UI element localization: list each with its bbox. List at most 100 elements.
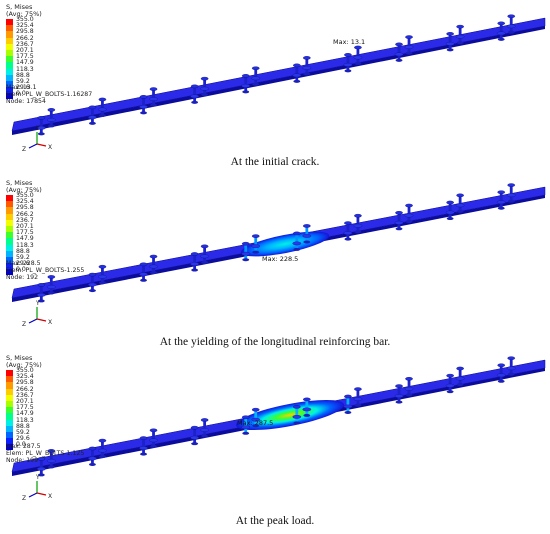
bolt [241, 241, 251, 262]
legend-color-band [6, 19, 13, 26]
legend-color-band [6, 49, 13, 57]
legend-level-label: 0.0 [16, 266, 26, 274]
legend-color-band [6, 207, 13, 214]
legend-level-label: 207.1 [16, 223, 34, 230]
bolt [241, 415, 251, 435]
panel-caption: At the initial crack. [230, 156, 320, 168]
legend-level-label: 177.5 [16, 229, 34, 237]
legend-color-band [6, 250, 13, 257]
node-text: Node: 17854 [6, 98, 46, 105]
bolt [445, 373, 455, 394]
bolt [353, 45, 363, 65]
bolt [88, 105, 97, 125]
beam-model-view-1: Y X Z [11, 14, 546, 153]
bolt [394, 211, 404, 231]
legend-level-label: 88.8 [16, 422, 30, 430]
legend-level-label: 236.7 [16, 40, 34, 48]
legend-level-label: 266.2 [16, 34, 34, 42]
panel-caption: At the yielding of the longitudinal rein… [159, 336, 391, 348]
legend-color-band [6, 56, 13, 63]
axis-x-label: X [48, 493, 52, 500]
legend-color-band [6, 244, 13, 251]
bolt [404, 203, 414, 224]
legend-level-label: 29.6 [16, 84, 30, 92]
legend-color-band [6, 80, 13, 88]
legend-color-band [6, 382, 13, 389]
legend-color-band [6, 195, 13, 202]
legend-color-band [6, 370, 13, 377]
bolt [496, 363, 506, 383]
bolt [404, 377, 414, 397]
legend-color-band [6, 431, 13, 439]
bolt [36, 116, 46, 136]
legend-color-band [6, 225, 13, 233]
bolt [343, 221, 353, 241]
legend-color-band [6, 407, 13, 414]
legend-level-label: 59.2 [16, 78, 30, 85]
bolt [292, 63, 302, 83]
max-value-text: Max: 287.5 [6, 443, 41, 450]
bolt [404, 35, 414, 55]
legend-level-label: 147.9 [16, 410, 34, 418]
panel-caption: At the peak load. [235, 515, 315, 527]
legend-level-label: 118.3 [16, 416, 34, 424]
legend-title: S, Mises [6, 179, 33, 187]
legend-color-band [6, 87, 13, 94]
legend-color-band [6, 93, 13, 100]
legend-color-band [6, 419, 13, 426]
legend-color-band [6, 438, 13, 445]
axis-x-label: X [48, 144, 52, 151]
axis-triad: YXZ [22, 300, 52, 328]
beam-model-view-2: YXZ [11, 183, 546, 328]
legend-level-label: 207.1 [16, 398, 34, 405]
bolt [200, 418, 209, 438]
legend-level-label: 325.4 [16, 373, 34, 381]
bolt [353, 387, 363, 407]
legend-color-band [6, 43, 13, 50]
legend-level-label: 295.8 [16, 204, 34, 212]
axis-x-label: X [48, 319, 52, 326]
legend-color-band [6, 219, 13, 226]
bolt [88, 446, 97, 466]
bolt [343, 394, 353, 414]
legend-level-label: 29.6 [16, 260, 30, 268]
axis-z-label: Z [22, 146, 26, 153]
bolt [98, 438, 107, 459]
bolt [149, 87, 158, 107]
bolt [506, 356, 516, 376]
legend-color-band [6, 37, 13, 44]
legend-level-label: 0.0 [16, 90, 26, 98]
legend-level-label: 355.0 [16, 367, 34, 374]
bolt [98, 264, 107, 285]
max-marker-label: Max: 228.5 [262, 255, 299, 263]
element-text: Elem: PL_W_BOLTS-1.125 [6, 450, 85, 457]
legend-level-label: 355.0 [16, 16, 34, 23]
legend-level-label: 118.3 [16, 65, 34, 73]
max-value-text: Max: 13.1 [6, 84, 37, 91]
bolt [455, 366, 465, 387]
legend-subtitle: (Avg: 75%) [6, 10, 42, 18]
bolt [394, 42, 404, 62]
legend-color-band [6, 400, 13, 408]
legend-color-band [6, 74, 13, 81]
bolt [455, 24, 465, 45]
axis-y-label: Y [35, 474, 40, 481]
bolt [190, 252, 199, 272]
bolt [506, 183, 516, 203]
bolt [455, 193, 465, 213]
bolt [190, 425, 199, 446]
bolt [445, 200, 455, 221]
legend-level-label: 59.2 [16, 429, 30, 436]
axis-y-label: Y [35, 125, 40, 132]
bolt [251, 66, 261, 86]
bolt [251, 407, 261, 428]
bolt [496, 21, 506, 41]
axis-z-label: Z [22, 495, 26, 502]
bolt [353, 213, 363, 234]
